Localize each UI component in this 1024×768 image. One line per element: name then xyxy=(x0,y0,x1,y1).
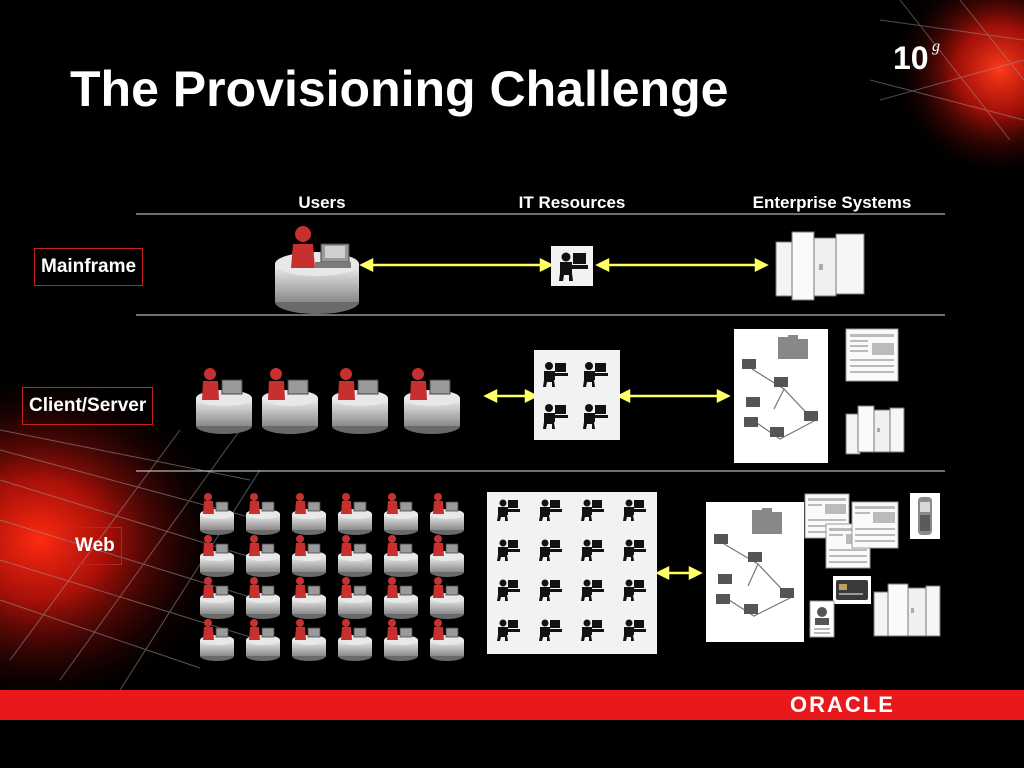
admin-icon xyxy=(539,539,562,561)
user-workstation-icon xyxy=(338,535,372,577)
row-label-client-server: Client/Server xyxy=(22,387,154,425)
users-client-server xyxy=(196,368,460,434)
user-workstation-icon xyxy=(246,535,280,577)
user-workstation-icon xyxy=(338,493,372,535)
enterprise-mainframe xyxy=(775,231,865,301)
admin-icon xyxy=(581,579,604,601)
user-workstation-icon xyxy=(200,619,234,661)
user-workstation-icon xyxy=(292,493,326,535)
admin-icon xyxy=(581,539,604,561)
admin-icon xyxy=(543,404,568,429)
mainframe-server-icon xyxy=(775,231,865,301)
admin-icon xyxy=(497,499,520,521)
network-diagram-icon xyxy=(734,329,828,463)
it-resources-web xyxy=(487,492,657,654)
admin-icon xyxy=(497,579,520,601)
admin-icon xyxy=(623,579,646,601)
report-document-icon xyxy=(851,501,899,549)
admin-icon xyxy=(583,404,608,429)
left-red-glow xyxy=(0,370,230,710)
user-workstation-icon xyxy=(246,577,280,619)
mainframe-server-icon xyxy=(873,583,941,637)
user-workstation-icon xyxy=(384,535,418,577)
oracle-10g-logo: 10 xyxy=(893,40,929,76)
user-workstation-icon xyxy=(292,577,326,619)
user-workstation-icon xyxy=(275,226,359,314)
column-header-it-resources: IT Resources xyxy=(518,193,626,212)
admin-icon xyxy=(623,499,646,521)
credit-card-icon xyxy=(833,576,871,604)
user-workstation-icon xyxy=(200,493,234,535)
it-resources-client-server xyxy=(534,350,620,440)
user-workstation-icon xyxy=(430,577,464,619)
admin-icon xyxy=(539,499,562,521)
row-label-web: Web xyxy=(68,527,122,565)
user-workstation-icon xyxy=(292,535,326,577)
report-document-icon xyxy=(845,328,899,382)
admin-icon xyxy=(581,499,604,521)
user-workstation-icon xyxy=(338,577,372,619)
user-workstation-icon xyxy=(246,493,280,535)
admin-icon xyxy=(543,362,568,387)
user-workstation-icon xyxy=(292,619,326,661)
user-workstation-icon xyxy=(384,493,418,535)
admin-icon xyxy=(623,619,646,641)
admin-icon xyxy=(583,362,608,387)
admin-icon xyxy=(539,579,562,601)
admin-icon xyxy=(539,619,562,641)
user-workstation-icon xyxy=(430,535,464,577)
mainframe-server-icon xyxy=(845,405,905,455)
admin-icon xyxy=(497,619,520,641)
user-workstation-icon xyxy=(200,535,234,577)
user-workstation-icon xyxy=(384,619,418,661)
slide-title: The Provisioning Challenge xyxy=(70,61,729,117)
user-workstation-icon xyxy=(430,493,464,535)
enterprise-client-server xyxy=(734,328,905,463)
user-workstation-icon xyxy=(338,619,372,661)
admin-icon xyxy=(623,539,646,561)
oracle-logo: ORACLE xyxy=(790,692,895,717)
user-workstation-icon xyxy=(430,619,464,661)
right-red-glow xyxy=(890,0,1024,180)
id-badge-icon xyxy=(809,600,835,638)
oracle-footer-bar xyxy=(0,690,1024,720)
mobile-phone-icon xyxy=(910,493,940,539)
user-workstation-icon xyxy=(246,619,280,661)
column-header-users: Users xyxy=(298,193,346,212)
user-workstation-icon xyxy=(200,577,234,619)
connector-arrows xyxy=(359,257,769,581)
users-mainframe xyxy=(275,226,359,314)
user-workstation-icon xyxy=(332,368,388,434)
user-workstation-icon xyxy=(262,368,318,434)
users-web xyxy=(200,493,464,661)
right-grid-lines xyxy=(869,0,1024,141)
column-header-enterprise-systems: Enterprise Systems xyxy=(752,193,912,212)
user-workstation-icon xyxy=(196,368,252,434)
admin-icon xyxy=(559,252,588,281)
enterprise-web xyxy=(706,493,941,642)
row-label-mainframe: Mainframe xyxy=(34,248,144,286)
oracle-10g-logo-suffix: g xyxy=(932,38,940,55)
admin-icon xyxy=(497,539,520,561)
network-diagram-icon xyxy=(706,502,804,642)
admin-icon xyxy=(581,619,604,641)
user-workstation-icon xyxy=(404,368,460,434)
user-workstation-icon xyxy=(384,577,418,619)
it-resource-mainframe xyxy=(551,246,593,286)
